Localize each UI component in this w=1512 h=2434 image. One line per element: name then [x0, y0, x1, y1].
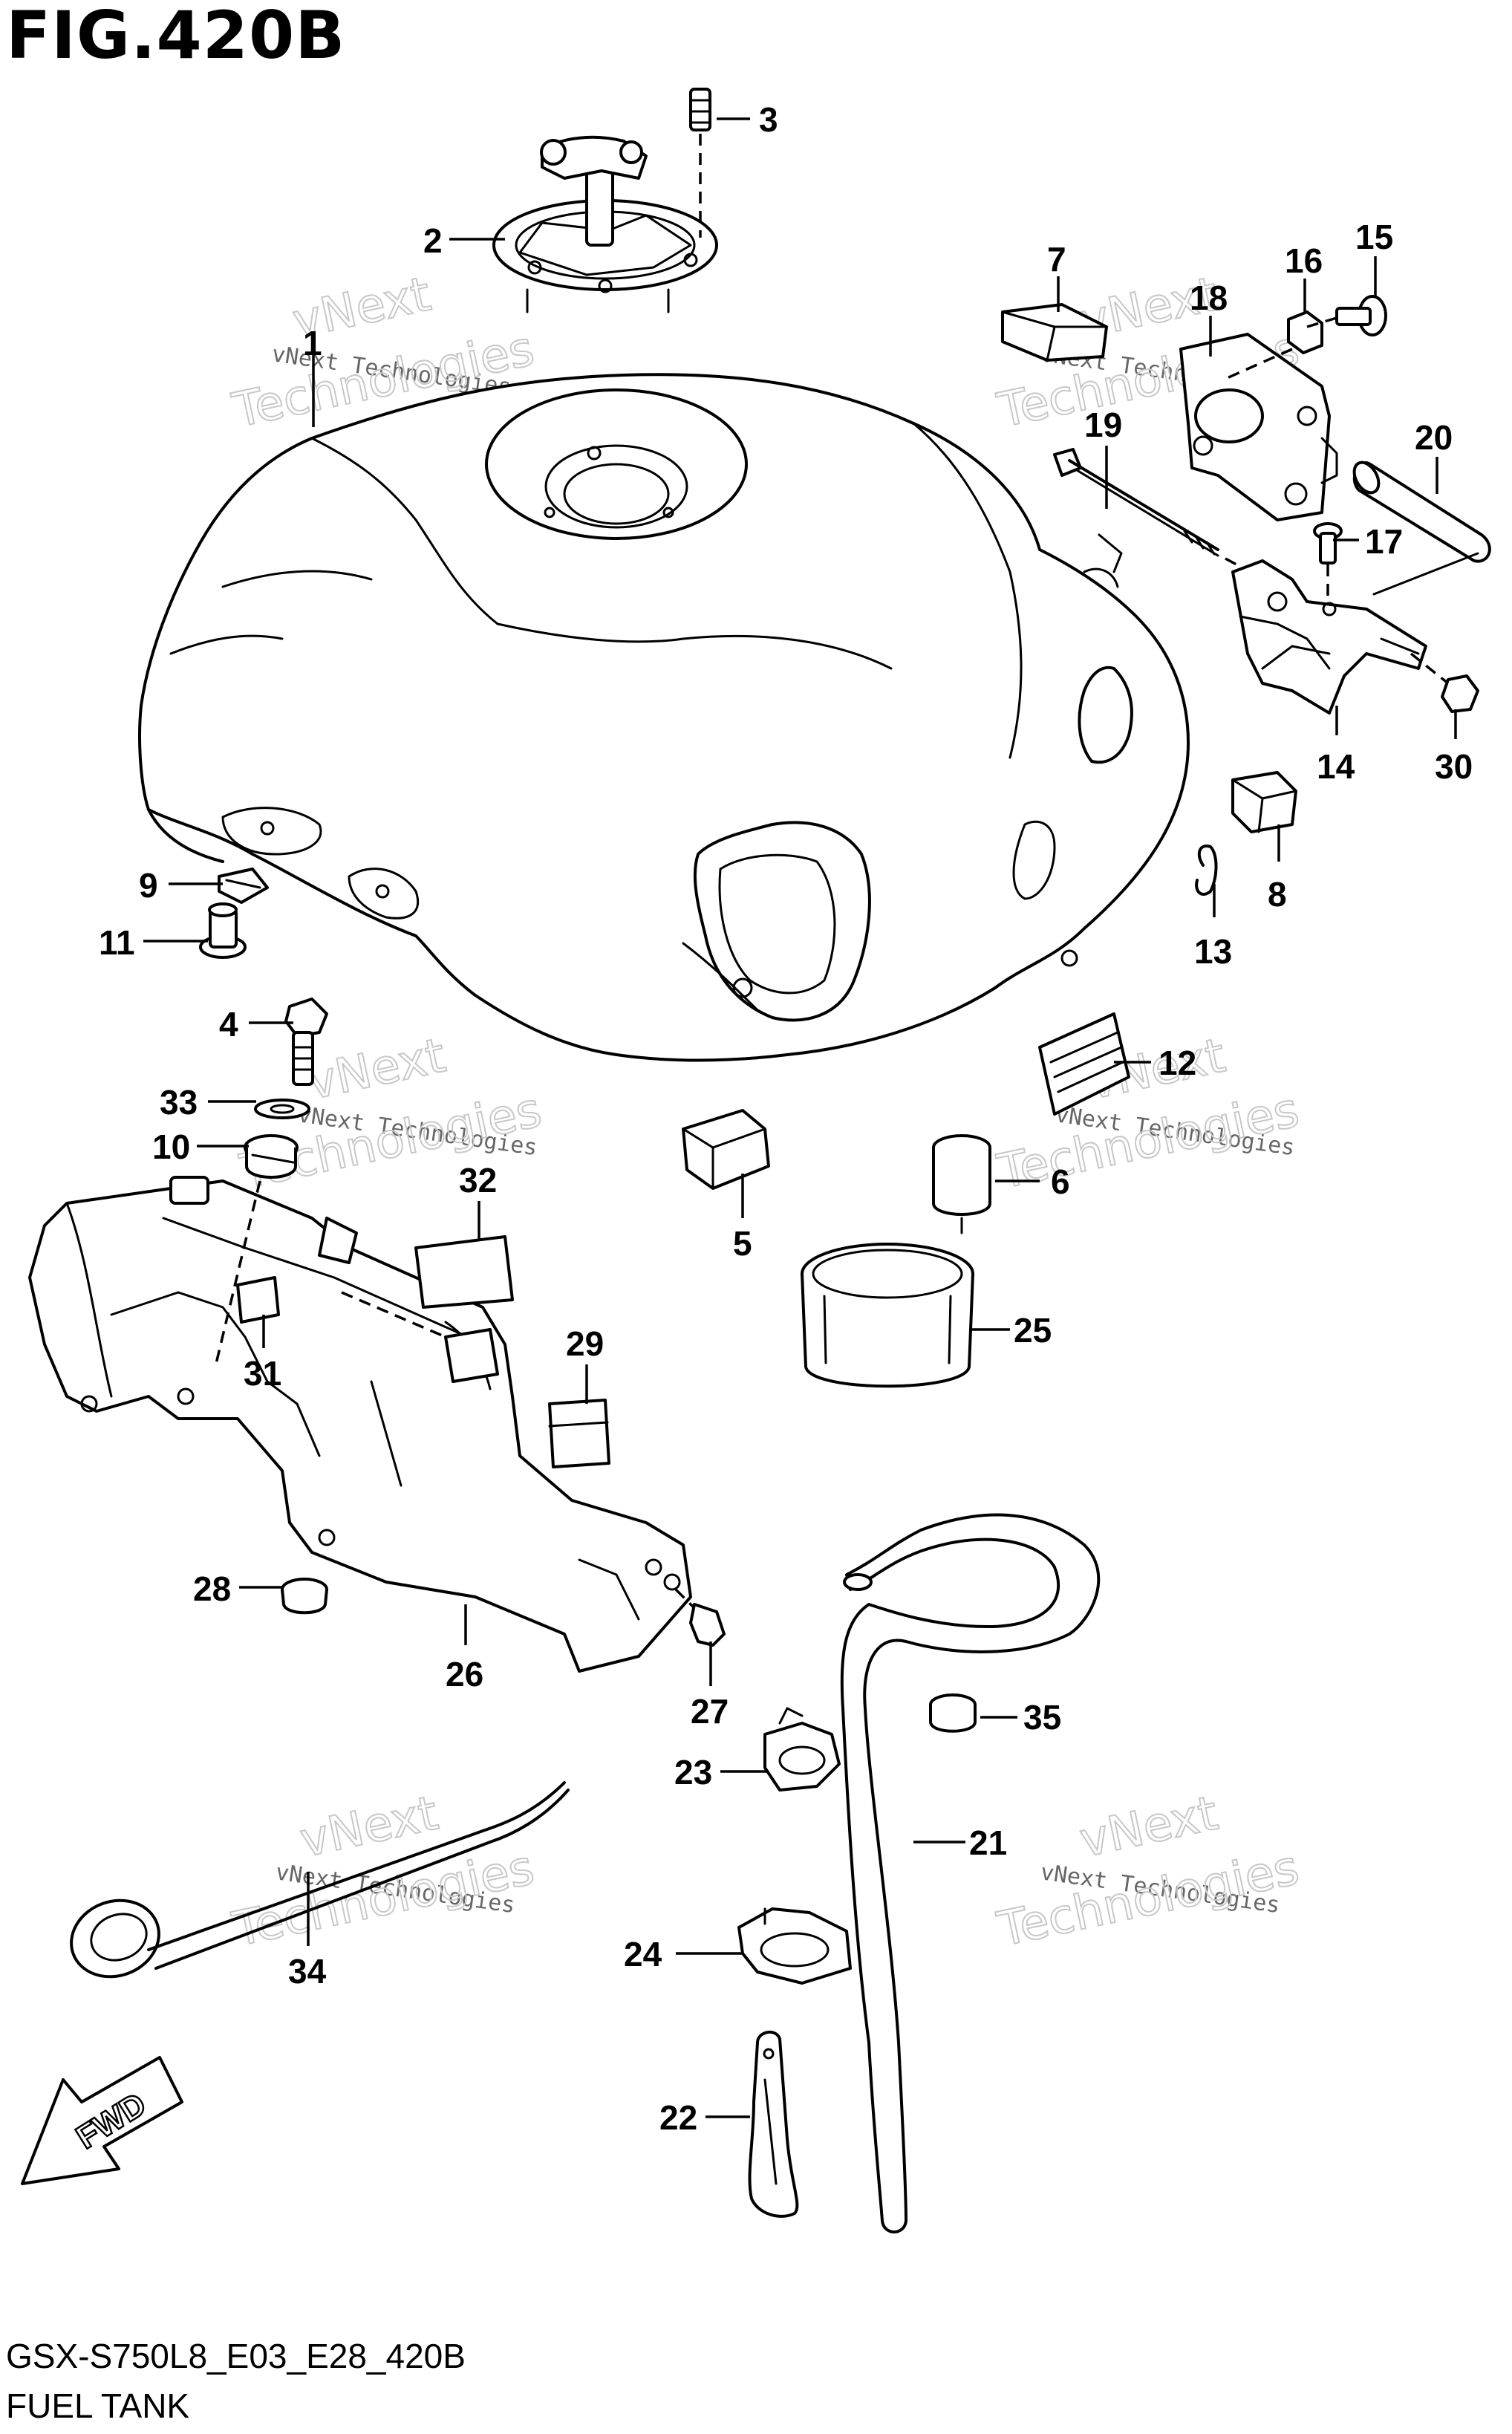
cushion-part-7[interactable]	[1001, 303, 1108, 362]
hose-part-21[interactable]	[840, 1513, 1101, 2233]
callout-16: 16	[1285, 241, 1323, 280]
nut-part-30[interactable]	[1441, 674, 1479, 713]
callout-23: 23	[674, 1753, 712, 1792]
clamp-part-23[interactable]	[763, 1707, 841, 1792]
fwd-arrow-icon: FWD	[21, 2056, 183, 2185]
fuel-cap-part[interactable]	[492, 135, 718, 313]
ring-part-25[interactable]	[801, 1243, 974, 1388]
callout-22: 22	[659, 2098, 697, 2137]
cushion-part-8[interactable]	[1231, 771, 1297, 833]
collar-part-20[interactable]	[1349, 458, 1491, 596]
callout-11: 11	[99, 923, 135, 962]
callout-19: 19	[1084, 406, 1122, 444]
bracket-part-14[interactable]	[1231, 559, 1450, 715]
collar-part-11[interactable]	[199, 902, 247, 959]
callout-30: 30	[1435, 747, 1473, 786]
callout-5: 5	[733, 1224, 752, 1263]
watermark-text: vNext	[296, 1786, 443, 1868]
callout-18: 18	[1190, 279, 1228, 317]
callout-7: 7	[1047, 240, 1066, 279]
clamp-part-13[interactable]	[1195, 845, 1218, 896]
callout-25: 25	[1014, 1311, 1052, 1350]
label-part-29[interactable]	[548, 1399, 610, 1468]
watermark-text: Technologies	[993, 1841, 1304, 1958]
holder-part-22[interactable]	[748, 2031, 799, 2218]
callout-1: 1	[303, 324, 322, 362]
callout-8: 8	[1268, 875, 1287, 914]
leader-lines	[143, 117, 1457, 2118]
callout-24: 24	[624, 1935, 662, 1973]
tool-part-34[interactable]	[61, 1781, 570, 1989]
plug-part-6[interactable]	[932, 1134, 991, 1234]
callout-20: 20	[1415, 418, 1453, 457]
callout-33: 33	[160, 1083, 198, 1122]
callout-35: 35	[1023, 1698, 1061, 1737]
cushion-part-5[interactable]	[682, 1109, 770, 1190]
bolt-part-4[interactable]	[284, 998, 328, 1086]
callout-2: 2	[423, 221, 443, 260]
watermark-text: Technologies	[228, 1841, 539, 1958]
cover-part-26[interactable]	[28, 1176, 692, 1673]
watermark-text: Technologies	[993, 1083, 1304, 1200]
cushion-part-28[interactable]	[281, 1578, 328, 1615]
callout-28: 28	[193, 1569, 231, 1608]
screw-part-17[interactable]	[1313, 522, 1343, 598]
clamp-part-24[interactable]	[737, 1907, 852, 1985]
washer-part-33[interactable]	[254, 1099, 310, 1119]
watermark-text: vNext	[303, 1028, 450, 1110]
bolt-part-3[interactable]	[689, 88, 711, 238]
figure-title: FIG.420B	[6, 0, 346, 74]
callout-15: 15	[1355, 218, 1393, 256]
model-code: GSX-S750L8_E03_E28_420B	[6, 2337, 466, 2375]
clip-part-27[interactable]	[663, 1573, 726, 1647]
grommet-part-10[interactable]	[244, 1134, 299, 1179]
label-part-32[interactable]	[414, 1235, 514, 1309]
fuel-tank-part[interactable]	[138, 373, 1190, 1062]
callout-21: 21	[969, 1823, 1007, 1862]
part-name: FUEL TANK	[6, 2386, 190, 2425]
bolt-part-19[interactable]	[1053, 448, 1293, 596]
bracket-part-18[interactable]	[1179, 333, 1338, 521]
callout-10: 10	[152, 1127, 190, 1166]
callout-31: 31	[244, 1354, 281, 1393]
nut-part-16[interactable]	[1225, 310, 1323, 380]
callout-17: 17	[1365, 522, 1403, 561]
cushion-part-9[interactable]	[218, 868, 269, 904]
callout-14: 14	[1317, 747, 1355, 786]
label-part-31[interactable]	[236, 1276, 280, 1324]
callout-6: 6	[1051, 1162, 1070, 1201]
callout-26: 26	[446, 1655, 483, 1693]
callout-34: 34	[288, 1952, 327, 1991]
callout-12: 12	[1159, 1044, 1196, 1082]
watermark-text: vNext	[1075, 1786, 1222, 1868]
callout-9: 9	[139, 866, 158, 905]
callout-32: 32	[459, 1161, 497, 1200]
callout-29: 29	[566, 1324, 604, 1363]
callout-13: 13	[1194, 932, 1232, 971]
callout-4: 4	[219, 1005, 238, 1044]
screw-part-15[interactable]	[1306, 295, 1387, 336]
reflector-part-12[interactable]	[1038, 1012, 1130, 1116]
callout-labels: 1 2 3 4 5 6 7 8 9 10 11 12 13 14 15 16 1…	[99, 100, 1473, 2137]
clip-part-35[interactable]	[929, 1693, 977, 1733]
callout-3: 3	[759, 100, 778, 139]
callout-27: 27	[691, 1692, 729, 1731]
